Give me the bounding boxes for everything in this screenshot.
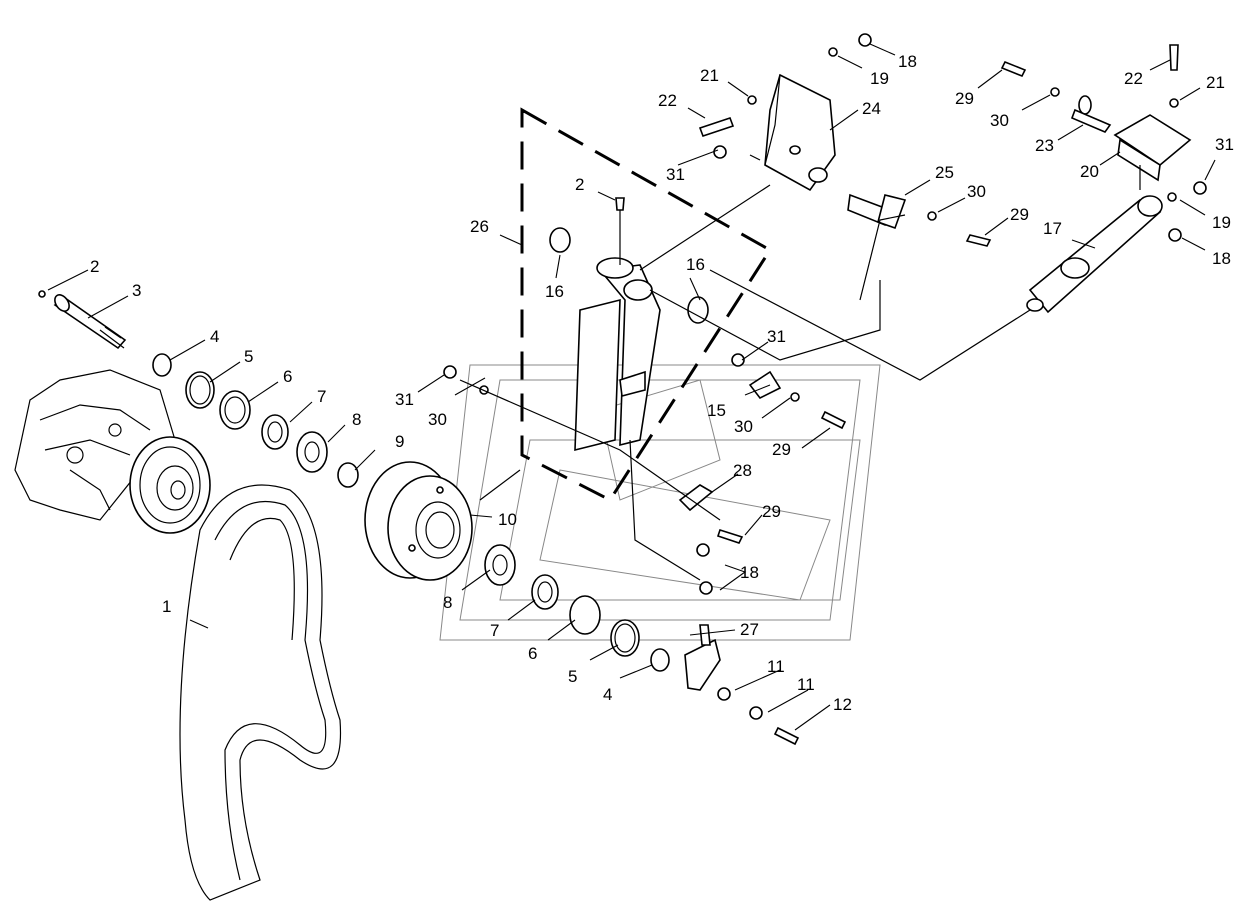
label-21a: 21 xyxy=(700,66,719,85)
label-26: 26 xyxy=(470,217,489,236)
label-20: 20 xyxy=(1080,162,1099,181)
label-18b: 18 xyxy=(740,563,759,582)
label-24: 24 xyxy=(862,99,881,118)
label-31b: 31 xyxy=(395,390,414,409)
label-8a: 8 xyxy=(352,410,361,429)
label-1: 1 xyxy=(162,597,171,616)
right-bearing-stack xyxy=(484,544,670,672)
label-25: 25 xyxy=(935,163,954,182)
label-7b: 7 xyxy=(490,621,499,640)
label-6a: 6 xyxy=(283,367,292,386)
label-2b: 2 xyxy=(575,175,584,194)
upper-bracket xyxy=(764,73,937,230)
label-29d: 29 xyxy=(762,502,781,521)
right-bracket xyxy=(1026,95,1192,314)
leader-lines xyxy=(47,43,1216,731)
label-8b: 8 xyxy=(443,593,452,612)
engine-block xyxy=(14,369,211,534)
label-27: 27 xyxy=(740,620,759,639)
label-19b: 19 xyxy=(1212,213,1231,232)
label-5b: 5 xyxy=(568,667,577,686)
label-15: 15 xyxy=(707,401,726,420)
label-12: 12 xyxy=(833,695,852,714)
label-30d: 30 xyxy=(734,417,753,436)
label-29a: 29 xyxy=(955,89,974,108)
label-30c: 30 xyxy=(967,182,986,201)
label-16a: 16 xyxy=(545,282,564,301)
label-17: 17 xyxy=(1043,219,1062,238)
label-5a: 5 xyxy=(244,347,253,366)
belt-guard-outline xyxy=(520,107,773,502)
label-29b: 29 xyxy=(1010,205,1029,224)
label-22a: 22 xyxy=(658,91,677,110)
idler-pulley xyxy=(364,461,473,581)
label-31d: 31 xyxy=(1215,135,1234,154)
label-31c: 31 xyxy=(767,327,786,346)
label-30a: 30 xyxy=(428,410,447,429)
label-29c: 29 xyxy=(772,440,791,459)
label-11b: 11 xyxy=(797,675,815,694)
label-2a: 2 xyxy=(90,257,99,276)
assembly-lines xyxy=(459,154,1141,581)
label-28: 28 xyxy=(733,461,752,480)
label-6b: 6 xyxy=(528,644,537,663)
axle-bolt xyxy=(38,290,127,350)
label-21b: 21 xyxy=(1206,73,1225,92)
label-4b: 4 xyxy=(603,685,612,704)
left-bearing-stack xyxy=(152,353,359,488)
label-11a: 11 xyxy=(767,657,785,676)
hardware xyxy=(443,33,1207,746)
label-4a: 4 xyxy=(210,327,219,346)
label-18c: 18 xyxy=(1212,249,1231,268)
label-31a: 31 xyxy=(666,165,685,184)
label-22b: 22 xyxy=(1124,69,1143,88)
label-19a: 19 xyxy=(870,69,889,88)
part-labels: 1 2 2 3 4 4 5 5 6 6 7 7 8 8 9 10 11 11 1… xyxy=(90,52,1234,714)
label-16b: 16 xyxy=(686,255,705,274)
label-9: 9 xyxy=(395,432,404,451)
label-18a: 18 xyxy=(898,52,917,71)
label-10: 10 xyxy=(498,510,517,529)
label-30b: 30 xyxy=(990,111,1009,130)
drive-belt xyxy=(179,484,342,901)
label-3: 3 xyxy=(132,281,141,300)
label-7a: 7 xyxy=(317,387,326,406)
tensioner-arm xyxy=(549,227,709,452)
label-23: 23 xyxy=(1035,136,1054,155)
background-outline xyxy=(439,364,881,641)
